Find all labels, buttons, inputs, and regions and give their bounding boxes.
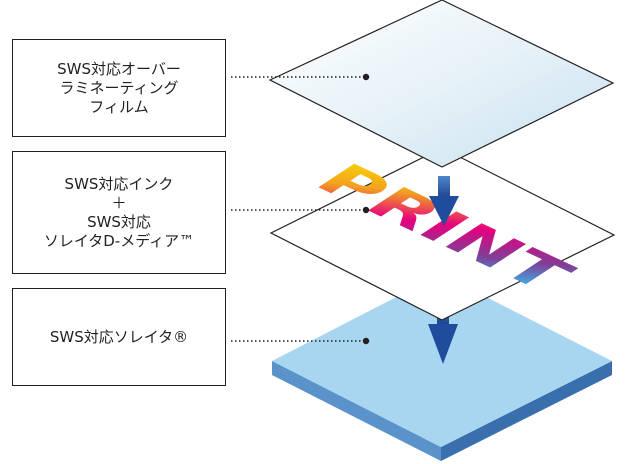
leader-dot-plate [362, 337, 370, 345]
plate-label-line: SWS対応ソレイタ® [49, 327, 189, 346]
leader-dot-ink [362, 206, 370, 214]
plate-side-right [441, 361, 612, 461]
leader-dots [362, 73, 370, 345]
media-sheet: PRINT [269, 147, 616, 321]
media-label-line: SWS対応 [87, 212, 151, 231]
leader-dot-film [362, 73, 370, 81]
film-label-box: SWS対応オーバー ラミネーティング フィルム [12, 39, 226, 137]
ink-media-label-box: SWS対応インク ＋ SWS対応 ソレイタD-メディア™ [12, 151, 226, 274]
film-label-line: ラミネーティング [59, 78, 179, 97]
film-label-line: SWS対応オーバー [57, 59, 181, 78]
overlaminating-film [268, 0, 615, 168]
film-label-line: フィルム [89, 97, 149, 116]
arrow-down-icon [429, 176, 459, 226]
plate-side-left [272, 361, 441, 461]
ink-label-line: SWS対応インク [64, 174, 174, 193]
plate-label-box: SWS対応ソレイタ® [12, 288, 226, 386]
media-label-line: ソレイタD-メディア™ [43, 231, 195, 250]
plus-sign: ＋ [111, 193, 127, 212]
